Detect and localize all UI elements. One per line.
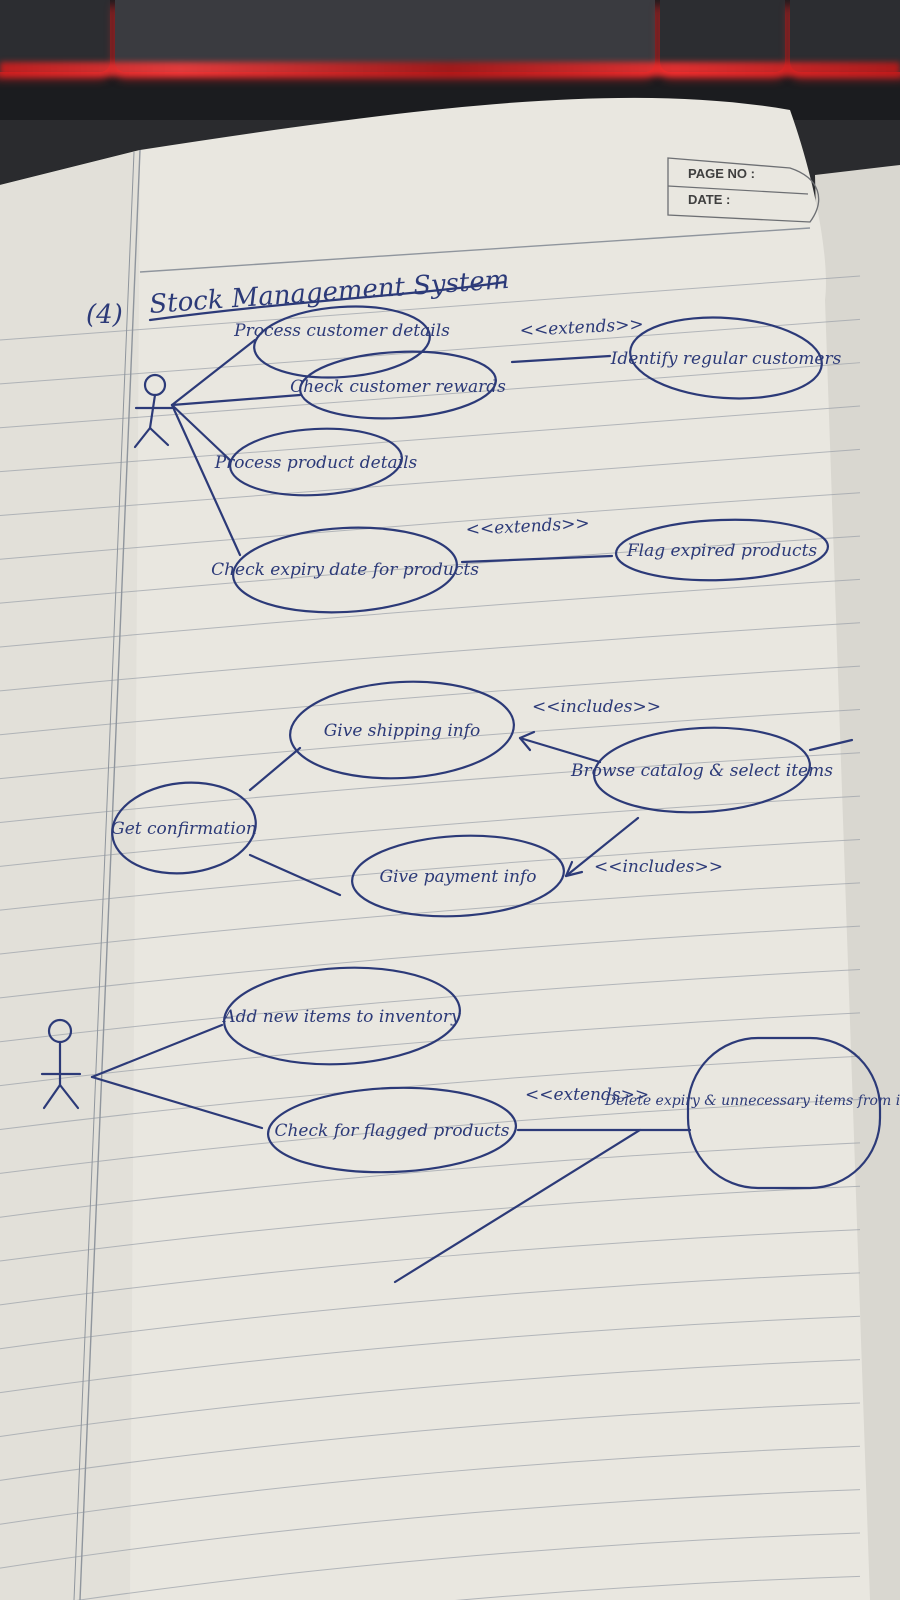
use-case-ellipse [629, 316, 823, 400]
use-case-label: Browse catalog & select items [570, 761, 833, 781]
keyboard-backlight [0, 62, 900, 76]
arrow-head [564, 860, 584, 878]
keyboard-key [0, 0, 110, 72]
ruled-line [0, 708, 861, 780]
arrow-head [518, 730, 536, 752]
association-line [170, 403, 232, 462]
notebook-page [0, 97, 870, 1600]
use-case-ellipse [253, 305, 431, 379]
association-line [248, 746, 302, 792]
use-case-label: Get confirmation [111, 819, 257, 839]
ruled-line [0, 752, 861, 823]
keyboard-background [0, 0, 900, 120]
association-line [170, 403, 242, 557]
association-line [90, 1023, 224, 1079]
date-label: DATE : [688, 192, 730, 207]
ruled-line [0, 535, 861, 604]
section-2: Get confirmation Give shipping info Give… [111, 680, 854, 918]
ruled-line [0, 1272, 861, 1350]
margin-line [73, 151, 135, 1600]
ruled-line [0, 1489, 861, 1569]
association-line [248, 853, 342, 897]
use-case-ellipse [232, 526, 458, 614]
actor-stick-figure [40, 1018, 82, 1110]
ruled-line [0, 1185, 861, 1262]
use-case-label: Give payment info [380, 867, 537, 887]
title-underline [148, 280, 507, 322]
margin-line [79, 149, 141, 1600]
ruled-line [0, 1229, 861, 1306]
ruled-line [0, 1402, 861, 1481]
diagram-number: (4) [86, 300, 123, 330]
use-case-ellipse [593, 726, 811, 814]
use-case-label: Delete expiry & unnecessary items from i… [604, 1093, 900, 1109]
page-left-shade [0, 150, 140, 1600]
ruled-line [0, 838, 861, 911]
ruled-line [76, 1532, 861, 1600]
use-case-ellipse [351, 834, 565, 918]
keyboard-key [115, 0, 655, 72]
ruled-line [0, 578, 861, 648]
use-case-label: Check expiry date for products [211, 560, 479, 580]
includes-arrow [518, 736, 602, 764]
ruled-line [0, 318, 861, 385]
section-3: Add new items to inventory Check for fla… [40, 966, 900, 1284]
ruled-line [0, 1445, 861, 1525]
use-case-ellipse [686, 1036, 882, 1190]
keyboard-key [790, 0, 900, 72]
association-line [170, 338, 257, 407]
includes-label: <<includes>> [532, 697, 661, 717]
extends-line-long [393, 1128, 642, 1284]
extends-line [510, 354, 612, 364]
use-case-label: Check for flagged products [274, 1121, 509, 1141]
use-case-ellipse [266, 1086, 518, 1174]
ruled-line [0, 1142, 861, 1218]
ruled-line [0, 925, 861, 999]
includes-arrow [564, 816, 640, 878]
ruled-line [0, 1315, 861, 1394]
use-case-label: Identify regular customers [610, 349, 842, 369]
use-case-label: Process customer details [233, 321, 450, 341]
ruled-line [0, 882, 861, 955]
keyboard-key [660, 0, 785, 72]
use-case-ellipse [111, 781, 257, 875]
ruled-line [0, 275, 861, 341]
use-case-ellipse [614, 518, 830, 582]
page-date-box: PAGE NO : DATE : [667, 157, 820, 223]
use-case-ellipse [289, 680, 515, 780]
ruled-line [0, 622, 861, 692]
includes-label: <<includes>> [594, 857, 723, 877]
use-case-label: Check customer rewards [290, 377, 506, 397]
use-case-label: Flag expired products [626, 541, 818, 561]
association-line [170, 393, 302, 407]
ruled-line [0, 1099, 861, 1174]
extends-line [460, 554, 614, 564]
ruled-line [0, 969, 861, 1043]
ruled-line [0, 492, 861, 560]
ruled-line [455, 1575, 861, 1600]
association-line [808, 738, 854, 752]
ruled-line [0, 1359, 861, 1437]
association-line [90, 1075, 264, 1130]
use-case-label: Add new items to inventory [221, 1007, 461, 1027]
ruled-line [0, 795, 861, 867]
use-case-label: Process product details [214, 453, 418, 473]
page-no-label: PAGE NO : [688, 166, 755, 181]
actor-stick-figure [133, 373, 174, 449]
use-case-label: Give shipping info [324, 721, 481, 741]
use-case-ellipse [299, 350, 497, 420]
header-line [139, 227, 811, 273]
ruled-line [0, 665, 861, 736]
use-case-ellipse [229, 427, 403, 497]
extends-label: <<extends>> [525, 1085, 649, 1105]
ruled-line [0, 1055, 861, 1130]
ruled-line [0, 1012, 861, 1087]
use-case-ellipse [223, 966, 461, 1066]
